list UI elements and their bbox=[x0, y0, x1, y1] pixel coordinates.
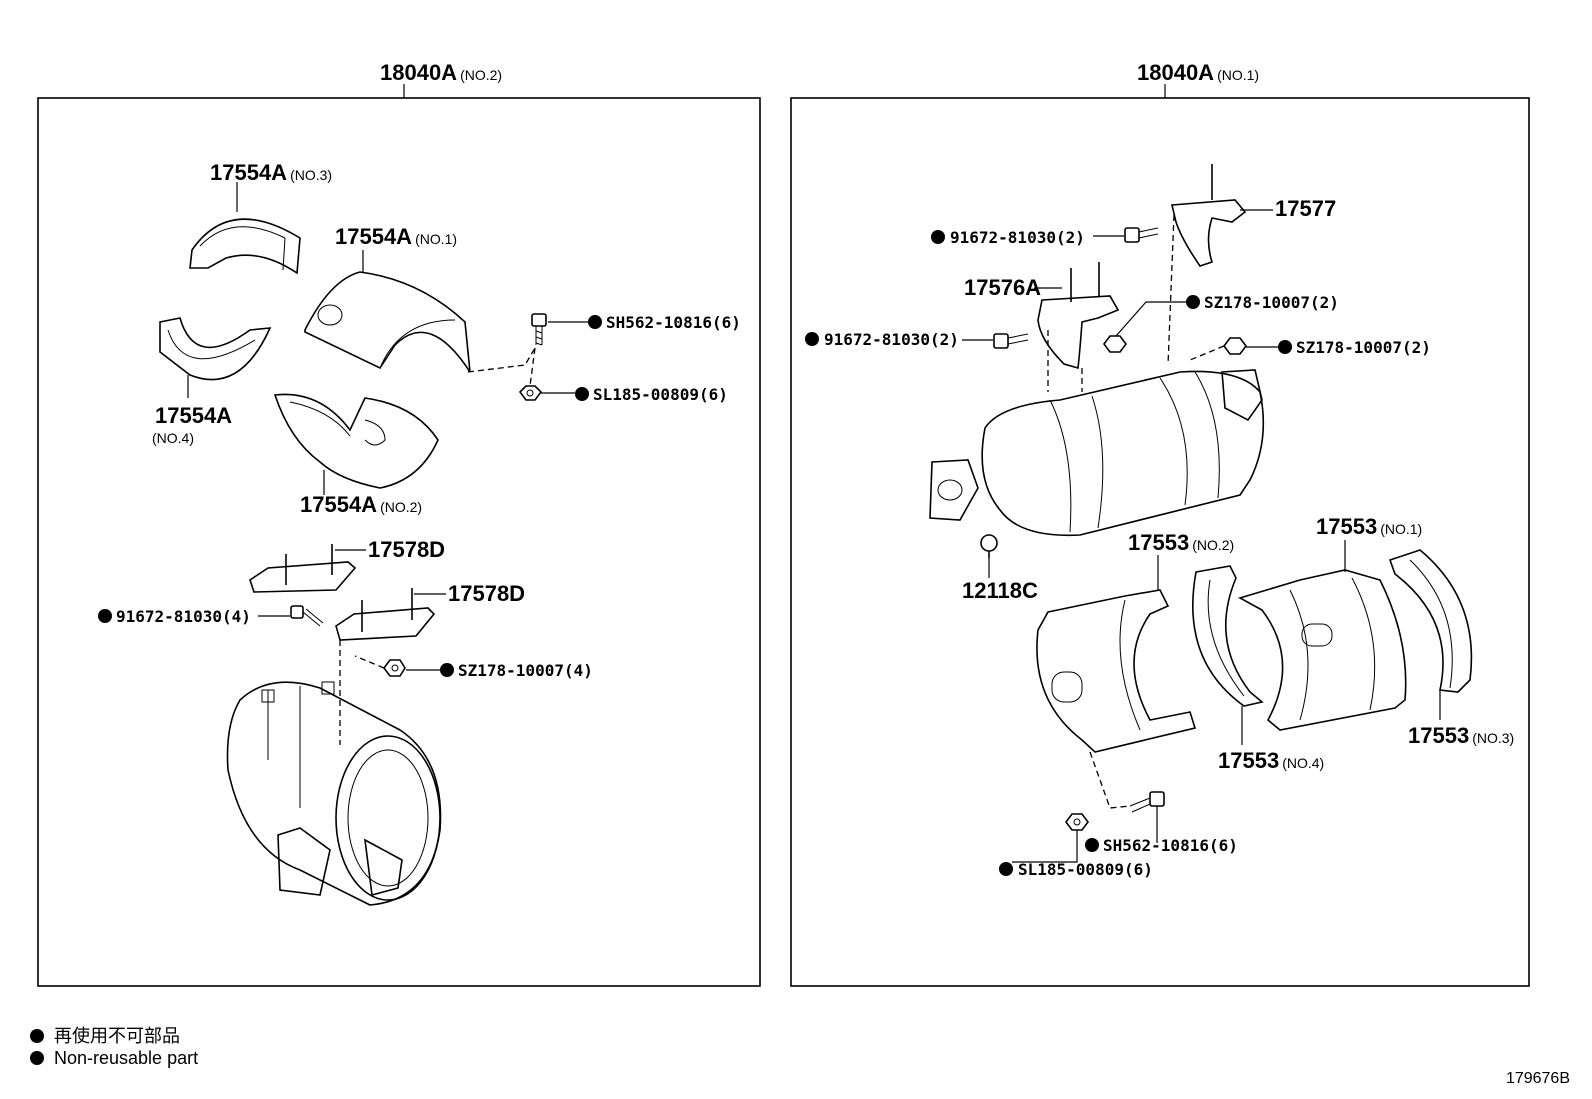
heat-shield-17554a-no4[interactable] bbox=[159, 317, 272, 381]
non-reusable-marker bbox=[1085, 838, 1099, 852]
label-17554a-no3[interactable]: 17554A(NO.3) bbox=[210, 160, 332, 185]
fastener-91672-right-lower[interactable]: 91672-81030(2) bbox=[824, 330, 959, 349]
non-reusable-marker bbox=[931, 230, 945, 244]
non-reusable-dot-icon bbox=[30, 1029, 44, 1043]
label-17577[interactable]: 17577 bbox=[1275, 196, 1336, 221]
nut-icon[interactable] bbox=[1223, 337, 1247, 355]
catalytic-converter-no2[interactable] bbox=[226, 681, 442, 906]
label-17553-no2[interactable]: 17553(NO.2) bbox=[1128, 530, 1234, 555]
label-12118c[interactable]: 12118C bbox=[962, 578, 1038, 603]
bolt-icon[interactable] bbox=[993, 333, 1029, 349]
non-reusable-marker bbox=[999, 862, 1013, 876]
bracket-17577[interactable] bbox=[1171, 164, 1247, 267]
non-reusable-marker bbox=[575, 387, 589, 401]
fastener-sl185-right[interactable]: SL185-00809(6) bbox=[1018, 860, 1153, 879]
assembly-frame-no2 bbox=[37, 97, 761, 987]
heat-shield-17554a-no3[interactable] bbox=[189, 218, 301, 275]
bolt-icon[interactable] bbox=[1129, 791, 1165, 813]
bolt-icon[interactable] bbox=[290, 605, 324, 627]
catalytic-converter-no1[interactable] bbox=[929, 369, 1265, 537]
assembly-frame-no1 bbox=[790, 97, 1530, 987]
legend-text-en: Non-reusable part bbox=[54, 1048, 199, 1068]
assembly-label-no2[interactable]: 18040A(NO.2) bbox=[380, 60, 502, 85]
bracket-17578d-upper[interactable] bbox=[249, 544, 357, 593]
non-reusable-dot-icon bbox=[30, 1051, 44, 1065]
label-17554a-no1[interactable]: 17554A(NO.1) bbox=[335, 224, 457, 249]
heat-shield-17553-no3[interactable] bbox=[1388, 549, 1473, 693]
heat-shield-17554a-no1[interactable] bbox=[304, 271, 471, 373]
heat-shield-17553-no4[interactable] bbox=[1192, 565, 1264, 707]
fastener-sz178-right-lower[interactable]: SZ178-10007(2) bbox=[1296, 338, 1431, 357]
legend-text-jp: 再使用不可部品 bbox=[54, 1026, 180, 1046]
label-17578d-lower[interactable]: 17578D bbox=[448, 581, 525, 606]
non-reusable-marker bbox=[1186, 295, 1200, 309]
heat-shield-17554a-no2[interactable] bbox=[273, 393, 439, 489]
bracket-17576a[interactable] bbox=[1037, 262, 1120, 370]
non-reusable-marker bbox=[440, 663, 454, 677]
label-17553-no3[interactable]: 17553(NO.3) bbox=[1408, 723, 1514, 748]
nut-icon[interactable] bbox=[383, 659, 406, 677]
bolt-icon[interactable] bbox=[1124, 227, 1159, 243]
label-17554a-no4-suffix: (NO.4) bbox=[152, 430, 194, 446]
nut-icon[interactable] bbox=[1065, 813, 1089, 831]
bracket-17578d-lower[interactable] bbox=[335, 588, 436, 641]
fastener-sz178-right-upper[interactable]: SZ178-10007(2) bbox=[1204, 293, 1339, 312]
non-reusable-marker bbox=[805, 332, 819, 346]
bolt-icon[interactable] bbox=[531, 313, 547, 346]
nut-icon[interactable] bbox=[518, 385, 543, 401]
fastener-sz178-left[interactable]: SZ178-10007(4) bbox=[458, 661, 593, 680]
label-17553-no4[interactable]: 17553(NO.4) bbox=[1218, 748, 1324, 773]
fastener-sh562-right[interactable]: SH562-10816(6) bbox=[1103, 836, 1238, 855]
plug-icon[interactable] bbox=[980, 534, 998, 558]
label-17576a[interactable]: 17576A bbox=[964, 275, 1041, 300]
legend-line-jp: 再使用不可部品 bbox=[30, 1022, 180, 1048]
non-reusable-marker bbox=[98, 609, 112, 623]
label-17553-no1[interactable]: 17553(NO.1) bbox=[1316, 514, 1422, 539]
non-reusable-marker bbox=[588, 315, 602, 329]
non-reusable-marker bbox=[1278, 340, 1292, 354]
assembly-label-no1[interactable]: 18040A(NO.1) bbox=[1137, 60, 1259, 85]
label-17554a-no4[interactable]: 17554A bbox=[155, 403, 232, 428]
fastener-sh562-left[interactable]: SH562-10816(6) bbox=[606, 313, 741, 332]
fastener-sl185-left[interactable]: SL185-00809(6) bbox=[593, 385, 728, 404]
label-17554a-no2[interactable]: 17554A(NO.2) bbox=[300, 492, 422, 517]
nut-icon[interactable] bbox=[1103, 335, 1127, 353]
label-17578d-upper[interactable]: 17578D bbox=[368, 537, 445, 562]
legend-line-en: Non-reusable part bbox=[30, 1048, 198, 1069]
figure-id: 179676B bbox=[1505, 1070, 1570, 1087]
heat-shield-17553-no1[interactable] bbox=[1237, 569, 1407, 731]
fastener-91672-left[interactable]: 91672-81030(4) bbox=[116, 607, 251, 626]
fastener-91672-right-upper[interactable]: 91672-81030(2) bbox=[950, 228, 1085, 247]
heat-shield-17553-no2[interactable] bbox=[1036, 589, 1197, 753]
